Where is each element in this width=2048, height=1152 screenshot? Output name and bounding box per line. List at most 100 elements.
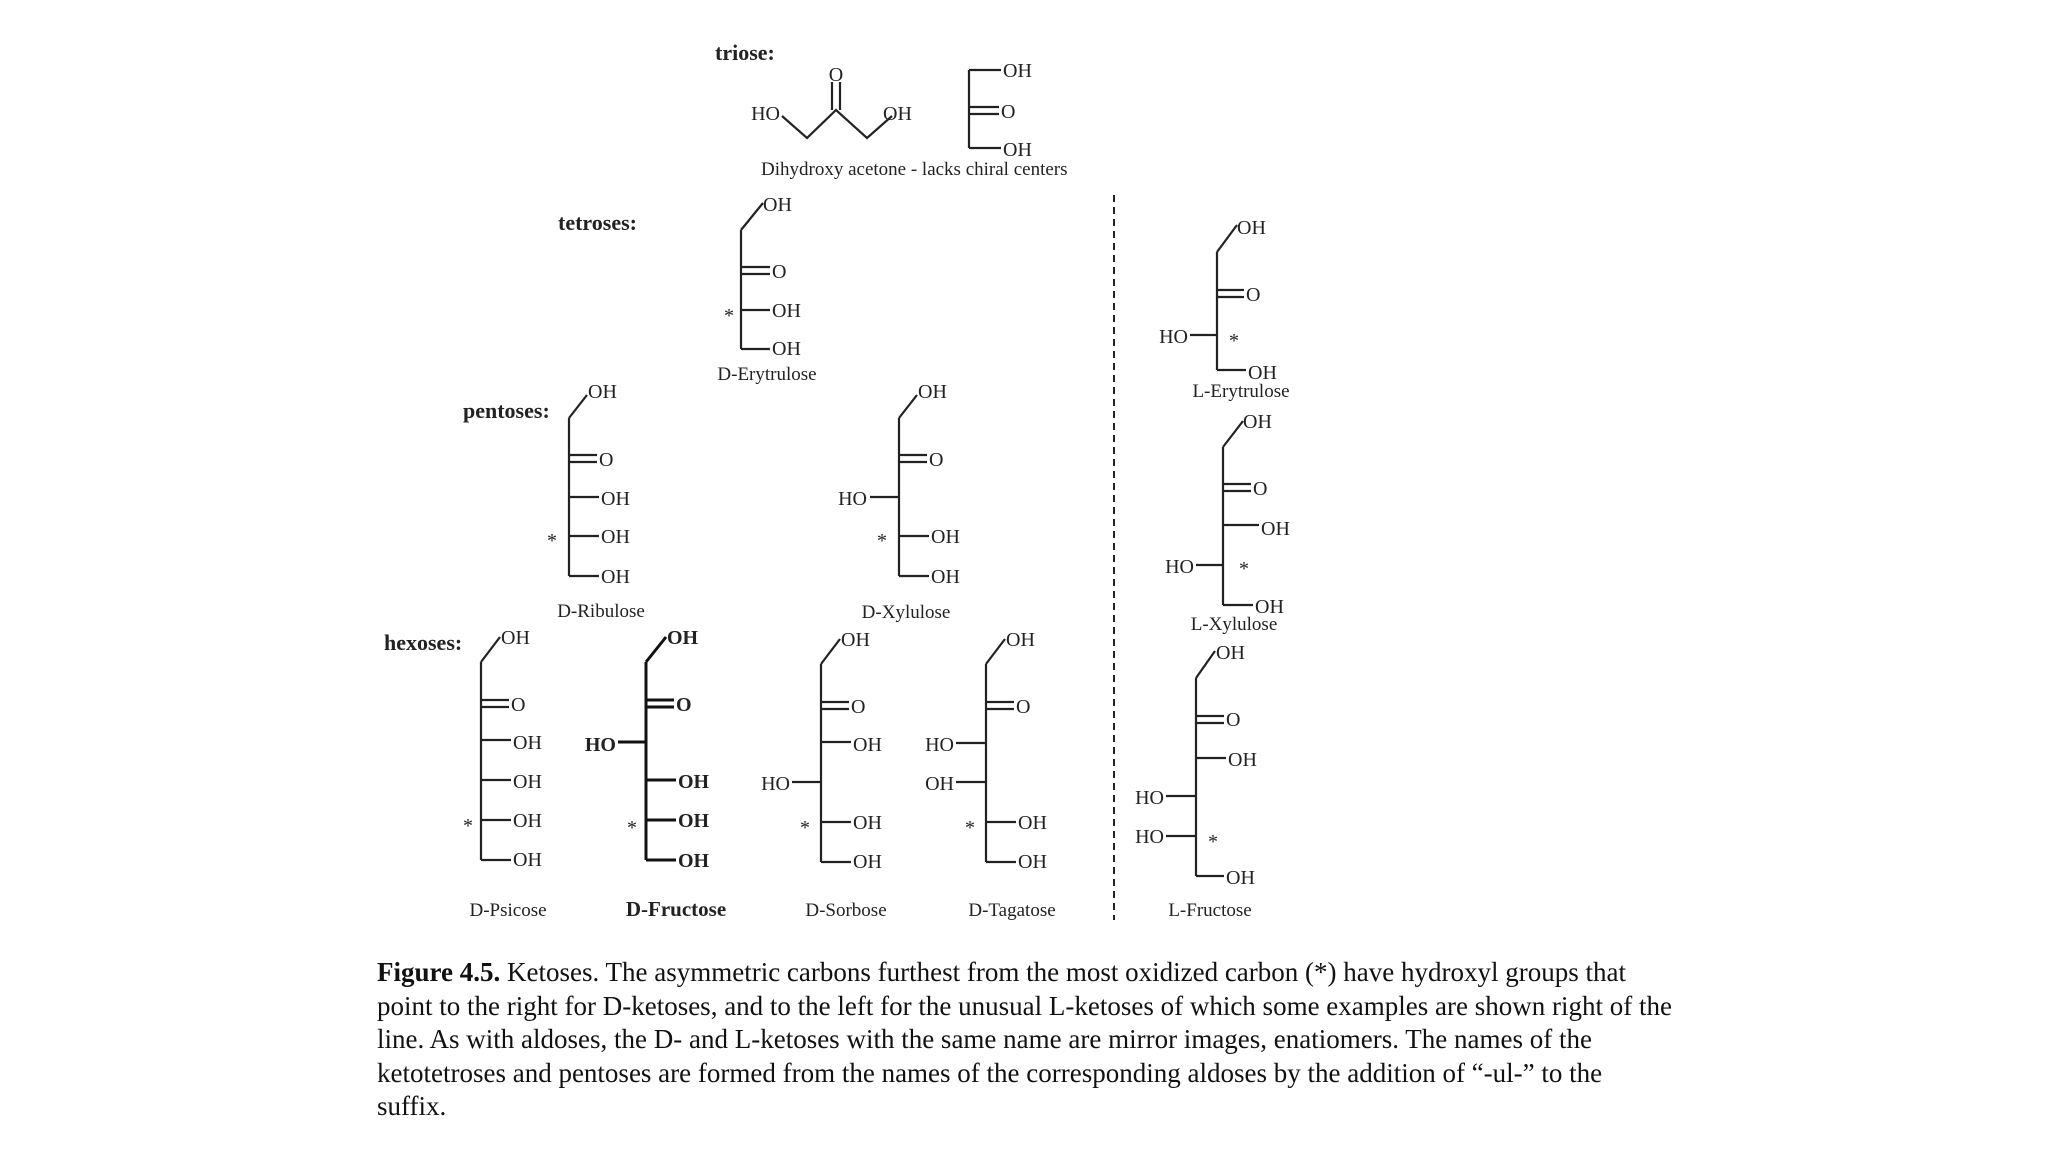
oh-label: OH (925, 773, 954, 795)
chiral-center-star: * (1229, 330, 1239, 352)
ho-label: HO (925, 734, 954, 756)
oh-label: OH (678, 810, 710, 832)
o-label: O (599, 449, 613, 471)
oh-label: OH (501, 627, 530, 649)
d-ribulose-name: D-Ribulose (557, 601, 645, 622)
oh-label: OH (588, 381, 617, 403)
oh-label: OH (667, 627, 699, 649)
d-psicose-structure: OH O OH OH OH * OH (463, 627, 542, 871)
oh-label: OH (772, 338, 801, 360)
oh-label: OH (1216, 642, 1245, 664)
oh-label: OH (1003, 139, 1032, 161)
d-erytrulose-name: D-Erytrulose (717, 364, 816, 385)
figure-label: Figure 4.5. (377, 957, 501, 987)
d-tagatose-structure: OH O HO OH OH * OH (925, 629, 1047, 873)
section-label-hexoses: hexoses: (384, 630, 462, 655)
ho-label: HO (1135, 787, 1164, 809)
chiral-center-star: * (965, 817, 975, 839)
dihydroxyacetone-name: Dihydroxy acetone - lacks chiral centers (761, 159, 1068, 180)
oh-label: OH (931, 526, 960, 548)
d-xylulose-name: D-Xylulose (862, 602, 951, 623)
o-label: O (851, 696, 865, 718)
section-label-pentoses: pentoses: (463, 398, 550, 423)
d-xylulose-structure: OH O HO OH * OH (838, 381, 960, 588)
d-sorbose-name: D-Sorbose (805, 900, 886, 921)
dihydroxyacetone-skeletal: O HO OH (751, 64, 912, 140)
o-label: O (1016, 696, 1030, 718)
chiral-center-star: * (463, 815, 473, 837)
chiral-center-star: * (724, 305, 734, 327)
oh-label: OH (601, 526, 630, 548)
caption-text: D (653, 1024, 674, 1055)
chiral-center-star: * (627, 817, 637, 839)
carbonyl-o-label: O (829, 64, 843, 86)
chiral-center-star: * (1208, 831, 1218, 853)
o-label: O (1226, 709, 1240, 731)
figure-caption: Figure 4.5. Ketoses. The asymmetric carb… (377, 956, 1677, 1124)
chiral-center-star: * (877, 530, 887, 552)
l-xylulose-name: L-Xylulose (1191, 614, 1278, 635)
oh-label: OH (772, 300, 801, 322)
l-fructose-name: L-Fructose (1168, 900, 1251, 921)
oh-label: OH (931, 566, 960, 588)
caption-text: Ketoses. The asymmetric carbons furthest… (377, 957, 1626, 1021)
oh-label: OH (1003, 60, 1032, 82)
l-erytrulose-name: L-Erytrulose (1192, 381, 1289, 402)
oh-label: OH (601, 566, 630, 588)
oh-label: OH (678, 771, 710, 793)
caption-text: L (734, 1024, 752, 1055)
oh-label: OH (513, 849, 542, 871)
ho-label: HO (1165, 556, 1194, 578)
d-erytrulose-structure: OH O OH * OH (724, 194, 801, 360)
d-psicose-name: D-Psicose (469, 900, 546, 921)
ho-label: HO (761, 773, 790, 795)
ho-label: HO (838, 488, 867, 510)
caption-text: D (602, 990, 623, 1021)
o-label: O (1001, 101, 1015, 123)
ho-label: HO (751, 103, 780, 125)
chiral-center-star: * (800, 817, 810, 839)
ho-label: HO (585, 734, 616, 756)
ho-label: HO (1135, 826, 1164, 848)
oh-label: OH (601, 488, 630, 510)
section-label-tetroses: tetroses: (558, 210, 637, 235)
oh-label: OH (678, 850, 710, 872)
l-xylulose-structure: OH O OH HO * OH (1165, 411, 1290, 618)
chiral-center-star: * (547, 530, 557, 552)
o-label: O (1253, 478, 1267, 500)
d-fructose-structure: OH O HO OH OH * OH (585, 627, 710, 872)
oh-label: OH (1248, 362, 1277, 384)
oh-label: OH (763, 194, 792, 216)
oh-label: OH (513, 732, 542, 754)
d-tagatose-name: D-Tagatose (968, 900, 1055, 921)
oh-label: OH (918, 381, 947, 403)
ho-label: HO (1159, 326, 1188, 348)
caption-text: -ketoses, and to the left for the unusua… (622, 990, 1049, 1021)
caption-text: - and (673, 1024, 735, 1055)
oh-label: OH (1226, 867, 1255, 889)
oh-label: OH (1237, 217, 1266, 239)
o-label: O (929, 449, 943, 471)
o-label: O (1246, 284, 1260, 306)
oh-label: OH (1006, 629, 1035, 651)
section-label-triose: triose: (715, 40, 775, 65)
d-sorbose-structure: OH O OH HO OH * OH (761, 629, 882, 873)
l-fructose-structure: OH O OH HO HO * OH (1135, 642, 1257, 889)
dihydroxyacetone-fischer: OH O OH (967, 60, 1032, 161)
caption-text: -ketoses with the same name are mirror i… (377, 1024, 1603, 1122)
o-label: O (511, 694, 525, 716)
chiral-center-star: * (1239, 558, 1249, 580)
oh-label: OH (1255, 596, 1284, 618)
oh-label: OH (1243, 411, 1272, 433)
d-ribulose-structure: OH O OH OH * OH (547, 381, 630, 588)
oh-label: OH (1018, 812, 1047, 834)
oh-label: OH (853, 734, 882, 756)
caption-text: -ketoses of which some examples are show… (377, 990, 1672, 1055)
l-erytrulose-structure: OH O HO * OH (1159, 217, 1277, 384)
o-label: O (772, 261, 786, 283)
oh-label: OH (853, 812, 882, 834)
oh-label: OH (853, 851, 882, 873)
oh-label: OH (1018, 851, 1047, 873)
oh-label: OH (883, 103, 912, 125)
